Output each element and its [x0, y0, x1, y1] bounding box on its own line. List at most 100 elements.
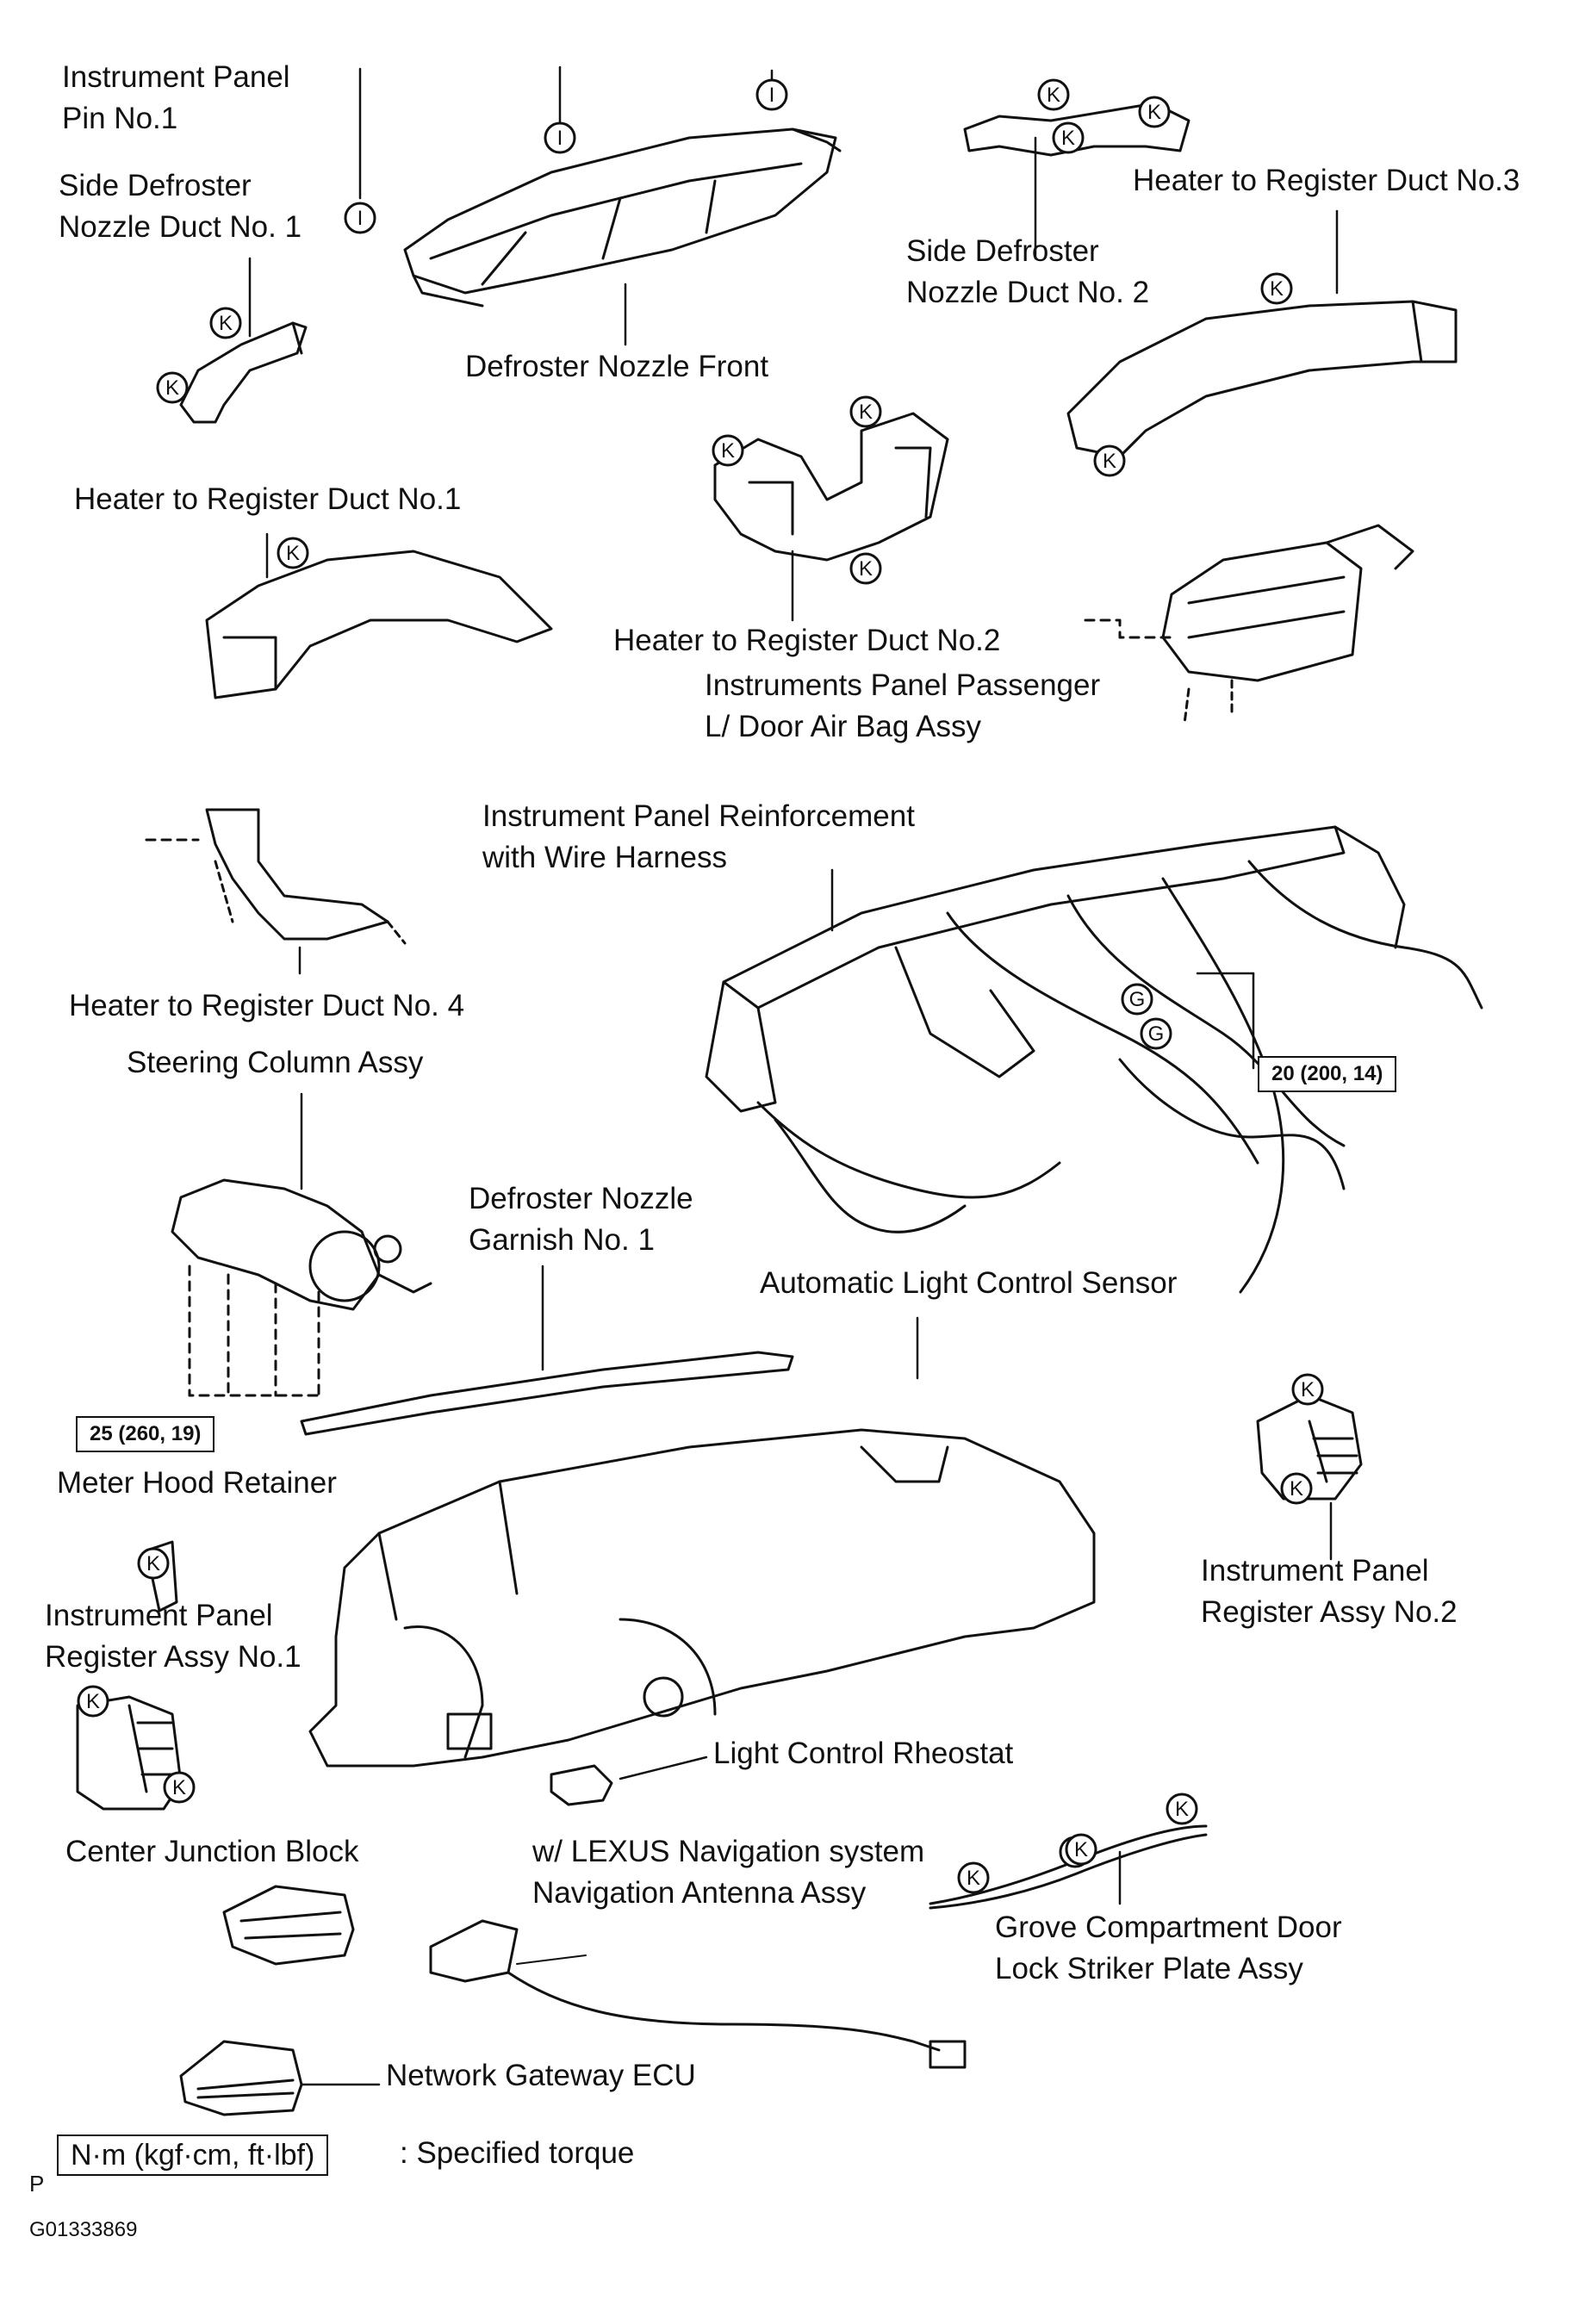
panel-reinforcement-label-line2: with Wire Harness: [482, 841, 727, 874]
heater-register-duct-1-label: Heater to Register Duct No.1: [74, 482, 462, 516]
svg-text:K: K: [1061, 127, 1075, 150]
svg-text:K: K: [165, 376, 179, 400]
i-clip-marker-2: I: [544, 121, 576, 154]
k-clip-marker-5: K: [1052, 121, 1085, 154]
k-clip-marker-16: K: [163, 1771, 196, 1804]
g-clip-marker-1: G: [1121, 983, 1153, 1016]
navigation-antenna-label-line1: w/ LEXUS Navigation system: [532, 1835, 925, 1868]
register-assy-2-label: Instrument Panel Register Assy No.2: [1201, 1550, 1458, 1633]
svg-text:I: I: [357, 207, 364, 230]
k-clip-marker-11: K: [849, 552, 882, 585]
k-clip-marker-14: K: [137, 1547, 170, 1580]
i-clip-marker-1: I: [344, 202, 376, 234]
svg-text:K: K: [1047, 84, 1060, 107]
network-gateway-ecu-part: [179, 2040, 303, 2116]
side-defroster-duct-1-label-line1: Side Defroster: [59, 169, 252, 202]
i-clip-marker-3: I: [755, 78, 788, 111]
svg-text:K: K: [172, 1776, 186, 1799]
svg-text:K: K: [967, 1867, 980, 1890]
svg-text:K: K: [219, 312, 233, 335]
k-clip-marker-1: K: [209, 307, 242, 339]
register-assy-1-label-line2: Register Assy No.1: [45, 1640, 302, 1674]
panel-reinforcement-label-line1: Instrument Panel Reinforcement: [482, 799, 915, 833]
g-clip-marker-2: G: [1140, 1017, 1172, 1050]
page-letter: P: [29, 2171, 45, 2197]
svg-text:K: K: [859, 401, 873, 424]
meter-hood-retainer-part: [145, 1540, 178, 1613]
svg-text:I: I: [769, 84, 775, 107]
svg-text:K: K: [721, 439, 735, 463]
side-defroster-duct-1-label-line2: Nozzle Duct No. 1: [59, 210, 302, 244]
k-clip-marker-20: K: [957, 1861, 990, 1894]
figure-code: G01333869: [29, 2218, 138, 2241]
side-defroster-duct-2-label-line1: Side Defroster: [906, 234, 1099, 268]
svg-text:K: K: [1175, 1798, 1189, 1821]
k-clip-marker-19: K: [1065, 1833, 1097, 1866]
network-gateway-ecu-label: Network Gateway ECU: [386, 2059, 696, 2092]
passenger-airbag-label-line2: L/ Door Air Bag Assy: [705, 710, 981, 743]
register-assy-2-label-line2: Register Assy No.2: [1201, 1595, 1458, 1629]
center-junction-block-part: [222, 1885, 355, 1966]
svg-text:G: G: [1148, 1022, 1165, 1046]
defroster-garnish-label-line2: Garnish No. 1: [469, 1223, 655, 1257]
k-clip-marker-15: K: [77, 1685, 109, 1718]
heater-register-duct-1-part: [205, 550, 553, 699]
k-clip-marker-4: K: [1138, 96, 1171, 128]
svg-text:K: K: [1074, 1838, 1088, 1861]
light-control-rheostat-part: [550, 1764, 613, 1806]
heater-register-duct-4-label: Heater to Register Duct No. 4: [69, 989, 465, 1022]
side-defroster-duct-2-part: [963, 102, 1190, 157]
svg-text:K: K: [286, 542, 300, 565]
panel-reinforcement-label: Instrument Panel Reinforcement with Wire…: [482, 796, 915, 879]
defroster-nozzle-front-label: Defroster Nozzle Front: [465, 350, 769, 383]
meter-hood-retainer-label: Meter Hood Retainer: [57, 1466, 337, 1500]
torque-spec-reinforcement: 20 (200, 14): [1258, 1056, 1397, 1092]
glove-striker-label-line1: Grove Compartment Door: [995, 1911, 1342, 1944]
instrument-panel-pin-label: Instrument Panel Pin No.1: [62, 57, 290, 140]
instrument-panel-pin-label-line1: Instrument Panel: [62, 60, 290, 94]
heater-register-duct-3-label: Heater to Register Duct No.3: [1133, 164, 1520, 197]
side-defroster-duct-1-part: [179, 321, 308, 424]
side-defroster-duct-1-label: Side Defroster Nozzle Duct No. 1: [59, 165, 302, 248]
k-clip-marker-13: K: [1280, 1472, 1313, 1505]
register-assy-2-label-line1: Instrument Panel: [1201, 1554, 1429, 1588]
torque-legend-description: : Specified torque: [400, 2136, 635, 2170]
steering-column-label: Steering Column Assy: [127, 1046, 424, 1079]
k-clip-marker-10: K: [849, 395, 882, 428]
heater-register-duct-2-part: [713, 412, 949, 562]
k-clip-marker-3: K: [1037, 78, 1070, 111]
auto-light-sensor-label: Automatic Light Control Sensor: [760, 1266, 1178, 1300]
torque-spec-steering-column: 25 (260, 19): [76, 1416, 215, 1452]
k-clip-marker-8: K: [277, 537, 309, 569]
svg-text:K: K: [1290, 1477, 1303, 1501]
light-control-rheostat-label: Light Control Rheostat: [713, 1737, 1014, 1770]
navigation-antenna-label-line2: Navigation Antenna Assy: [532, 1876, 867, 1910]
defroster-nozzle-front-part: [403, 127, 842, 308]
navigation-antenna-part: [429, 1919, 967, 2069]
side-defroster-duct-2-label: Side Defroster Nozzle Duct No. 2: [906, 231, 1149, 314]
k-clip-marker-6: K: [1260, 272, 1293, 305]
register-assy-1-label-line1: Instrument Panel: [45, 1599, 273, 1632]
heater-register-duct-2-label: Heater to Register Duct No.2: [613, 624, 1001, 657]
torque-legend-unit-box: N·m (kgf·cm, ft·lbf): [57, 2134, 329, 2176]
instrument-panel-pin-label-line2: Pin No.1: [62, 102, 178, 135]
passenger-airbag-part: [1084, 524, 1414, 725]
passenger-airbag-label-line1: Instruments Panel Passenger: [705, 668, 1101, 702]
heater-register-duct-3-part: [1066, 300, 1458, 458]
k-clip-marker-12: K: [1291, 1373, 1324, 1406]
svg-text:K: K: [859, 557, 873, 581]
side-defroster-duct-2-label-line2: Nozzle Duct No. 2: [906, 276, 1150, 309]
k-clip-marker-18: K: [1166, 1793, 1198, 1825]
k-clip-marker-2: K: [156, 371, 189, 404]
k-clip-marker-7: K: [1093, 444, 1126, 477]
glove-striker-label: Grove Compartment Door Lock Striker Plat…: [995, 1907, 1342, 1990]
svg-text:K: K: [86, 1690, 100, 1713]
navigation-antenna-label: w/ LEXUS Navigation system Navigation An…: [532, 1831, 924, 1914]
glove-striker-label-line2: Lock Striker Plate Assy: [995, 1952, 1303, 1985]
defroster-garnish-label: Defroster Nozzle Garnish No. 1: [469, 1178, 693, 1261]
k-clip-marker-9: K: [712, 434, 744, 467]
svg-text:K: K: [1103, 450, 1116, 473]
svg-text:K: K: [1301, 1378, 1315, 1401]
instrument-panel-part: [308, 1428, 1096, 1768]
